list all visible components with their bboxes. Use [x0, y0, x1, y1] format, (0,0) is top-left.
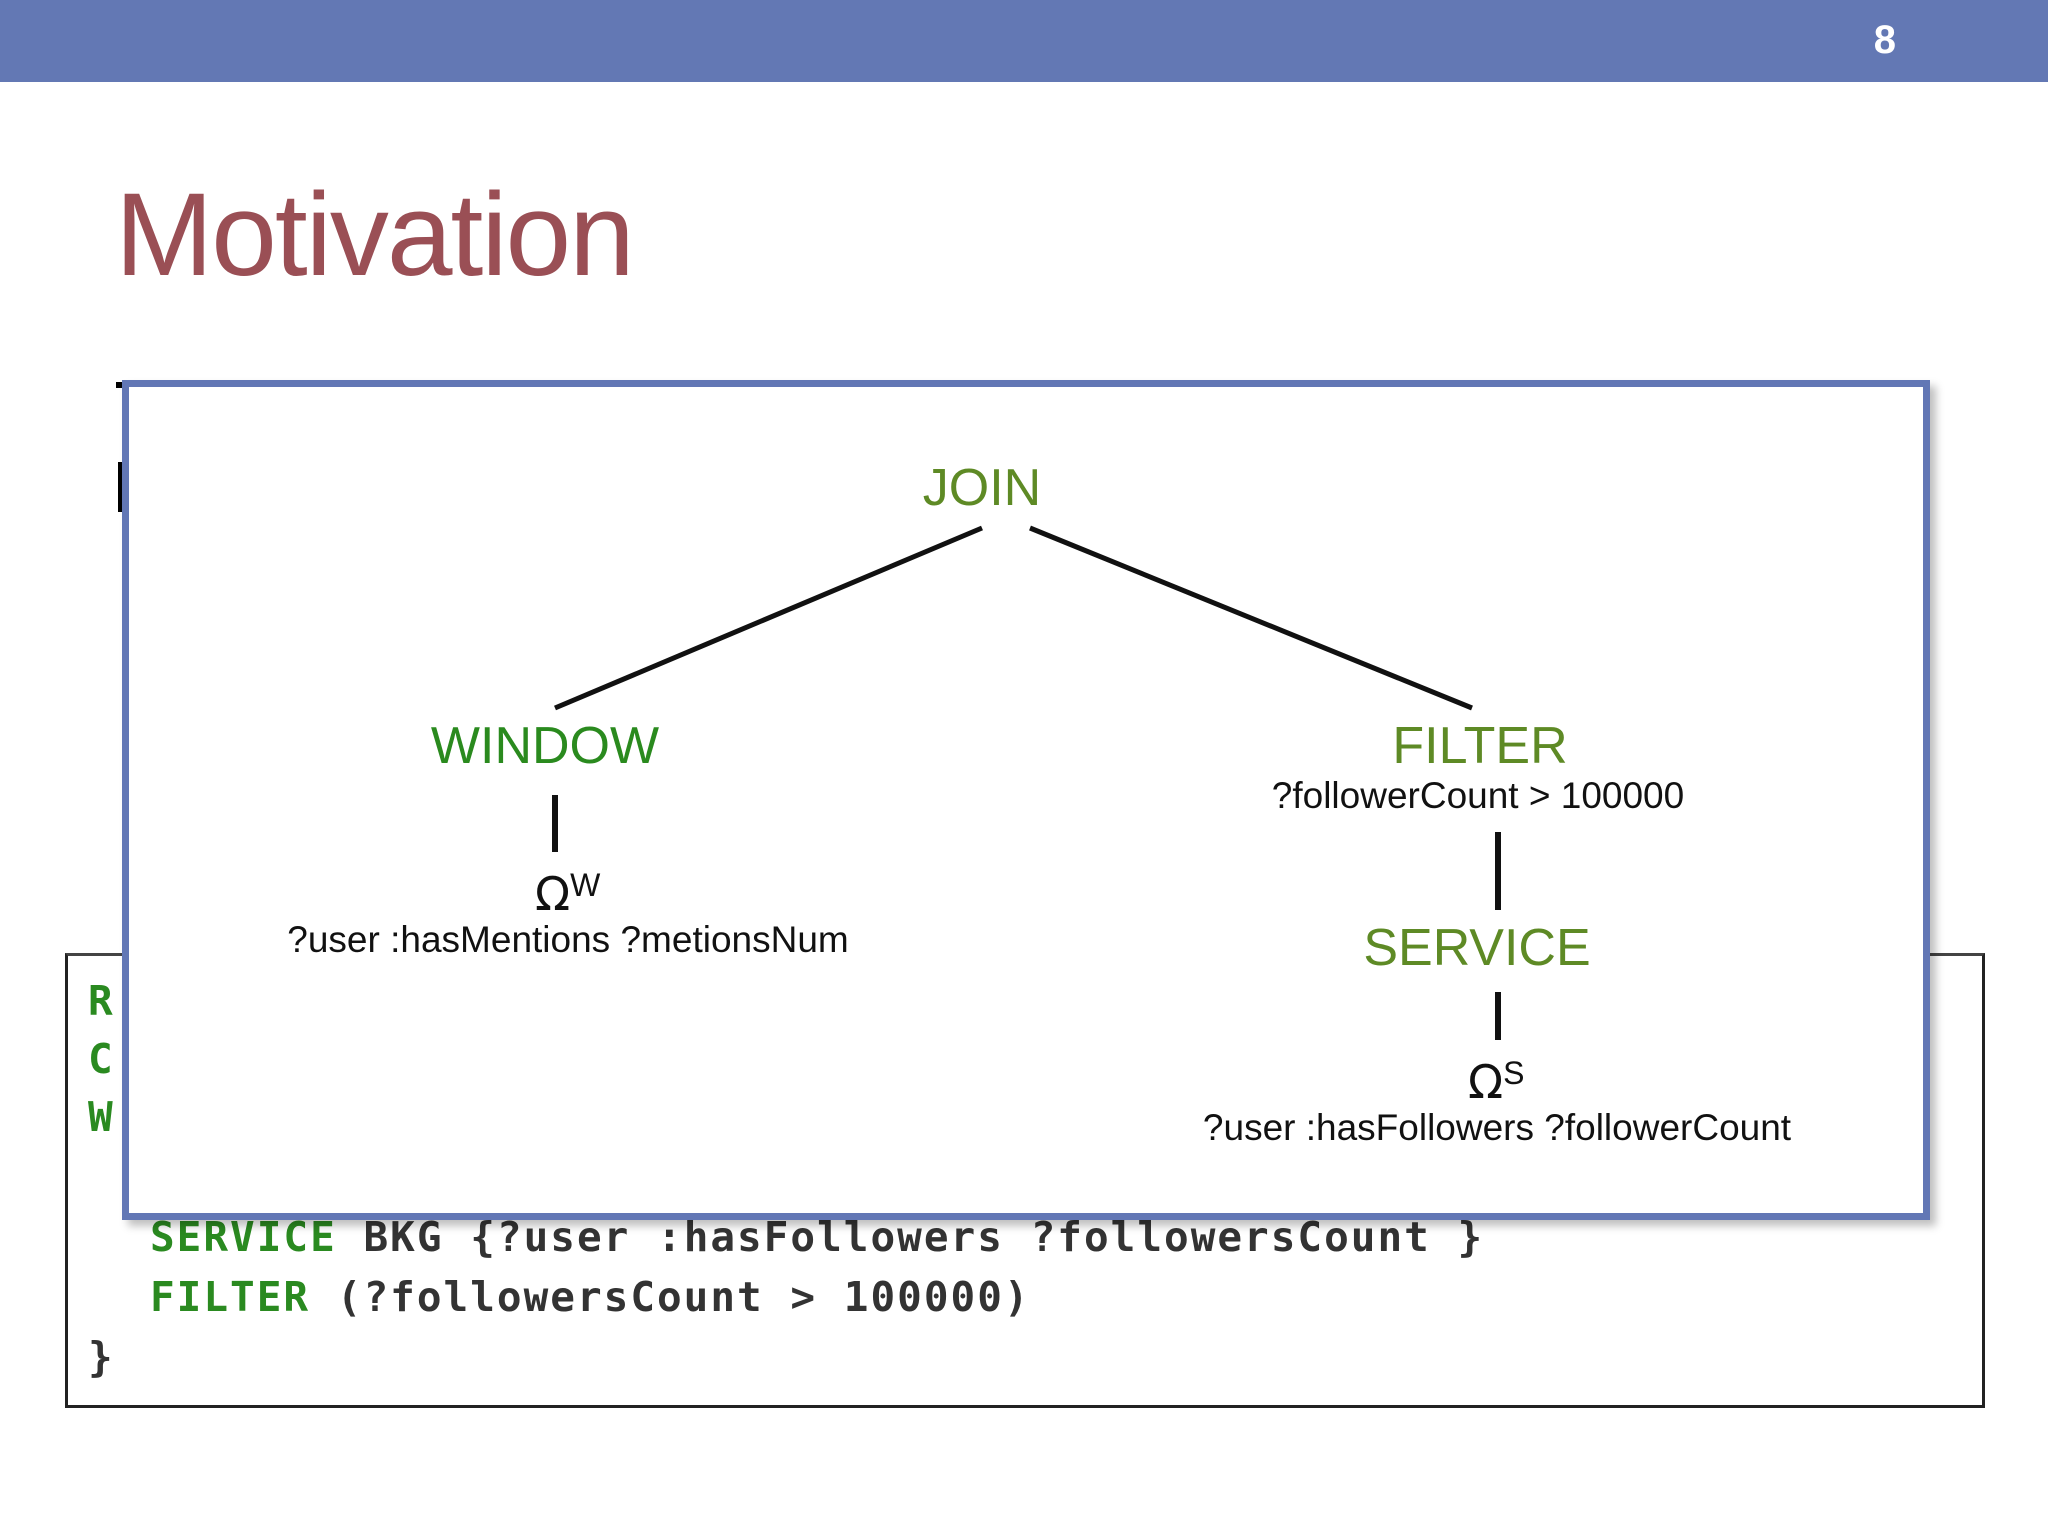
filter-condition: ?followerCount > 100000 — [1271, 775, 1685, 816]
page-number: 8 — [1873, 18, 1896, 62]
service-omega: ΩS — [1468, 1046, 1525, 1109]
window-omega-symbol: Ω — [535, 867, 571, 921]
code-line-where: W — [88, 1093, 115, 1141]
join-node: JOIN — [922, 459, 1042, 517]
window-omega: ΩW — [535, 858, 600, 921]
code-line-filter: FILTER (?followersCount > 100000) — [150, 1272, 1031, 1322]
service-triple-pattern: ?user :hasFollowers ?followerCount — [1202, 1107, 1792, 1148]
code-keyword-filter: FILTER — [150, 1273, 311, 1321]
code-filter-body: (?followersCount > 100000) — [310, 1273, 1031, 1321]
service-omega-superscript: S — [1503, 1055, 1525, 1091]
window-node: WINDOW — [430, 717, 660, 775]
query-plan-overlay — [122, 380, 1930, 1220]
service-omega-symbol: Ω — [1468, 1055, 1504, 1109]
filter-node: FILTER — [1392, 717, 1568, 775]
code-line-register: R — [88, 977, 115, 1025]
code-service-body: BKG {?user :hasFollowers ?followersCount… — [336, 1213, 1485, 1261]
occluded-text-fragment — [118, 462, 124, 512]
sparql-code-box: R C W SERVICE BKG {?user :hasFollowers ?… — [65, 953, 1985, 1408]
slide-title: Motivation — [115, 169, 635, 301]
window-triple-pattern: ?user :hasMentions ?metionsNum — [287, 919, 849, 960]
code-keyword-service: SERVICE — [150, 1213, 337, 1261]
code-line-construct: C — [88, 1035, 115, 1083]
service-node: SERVICE — [1363, 919, 1591, 977]
code-line-service: SERVICE BKG {?user :hasFollowers ?follow… — [150, 1212, 1484, 1262]
code-line-closing-brace: } — [88, 1333, 115, 1381]
window-omega-superscript: W — [570, 867, 601, 903]
top-bar: 8 — [0, 0, 2048, 82]
